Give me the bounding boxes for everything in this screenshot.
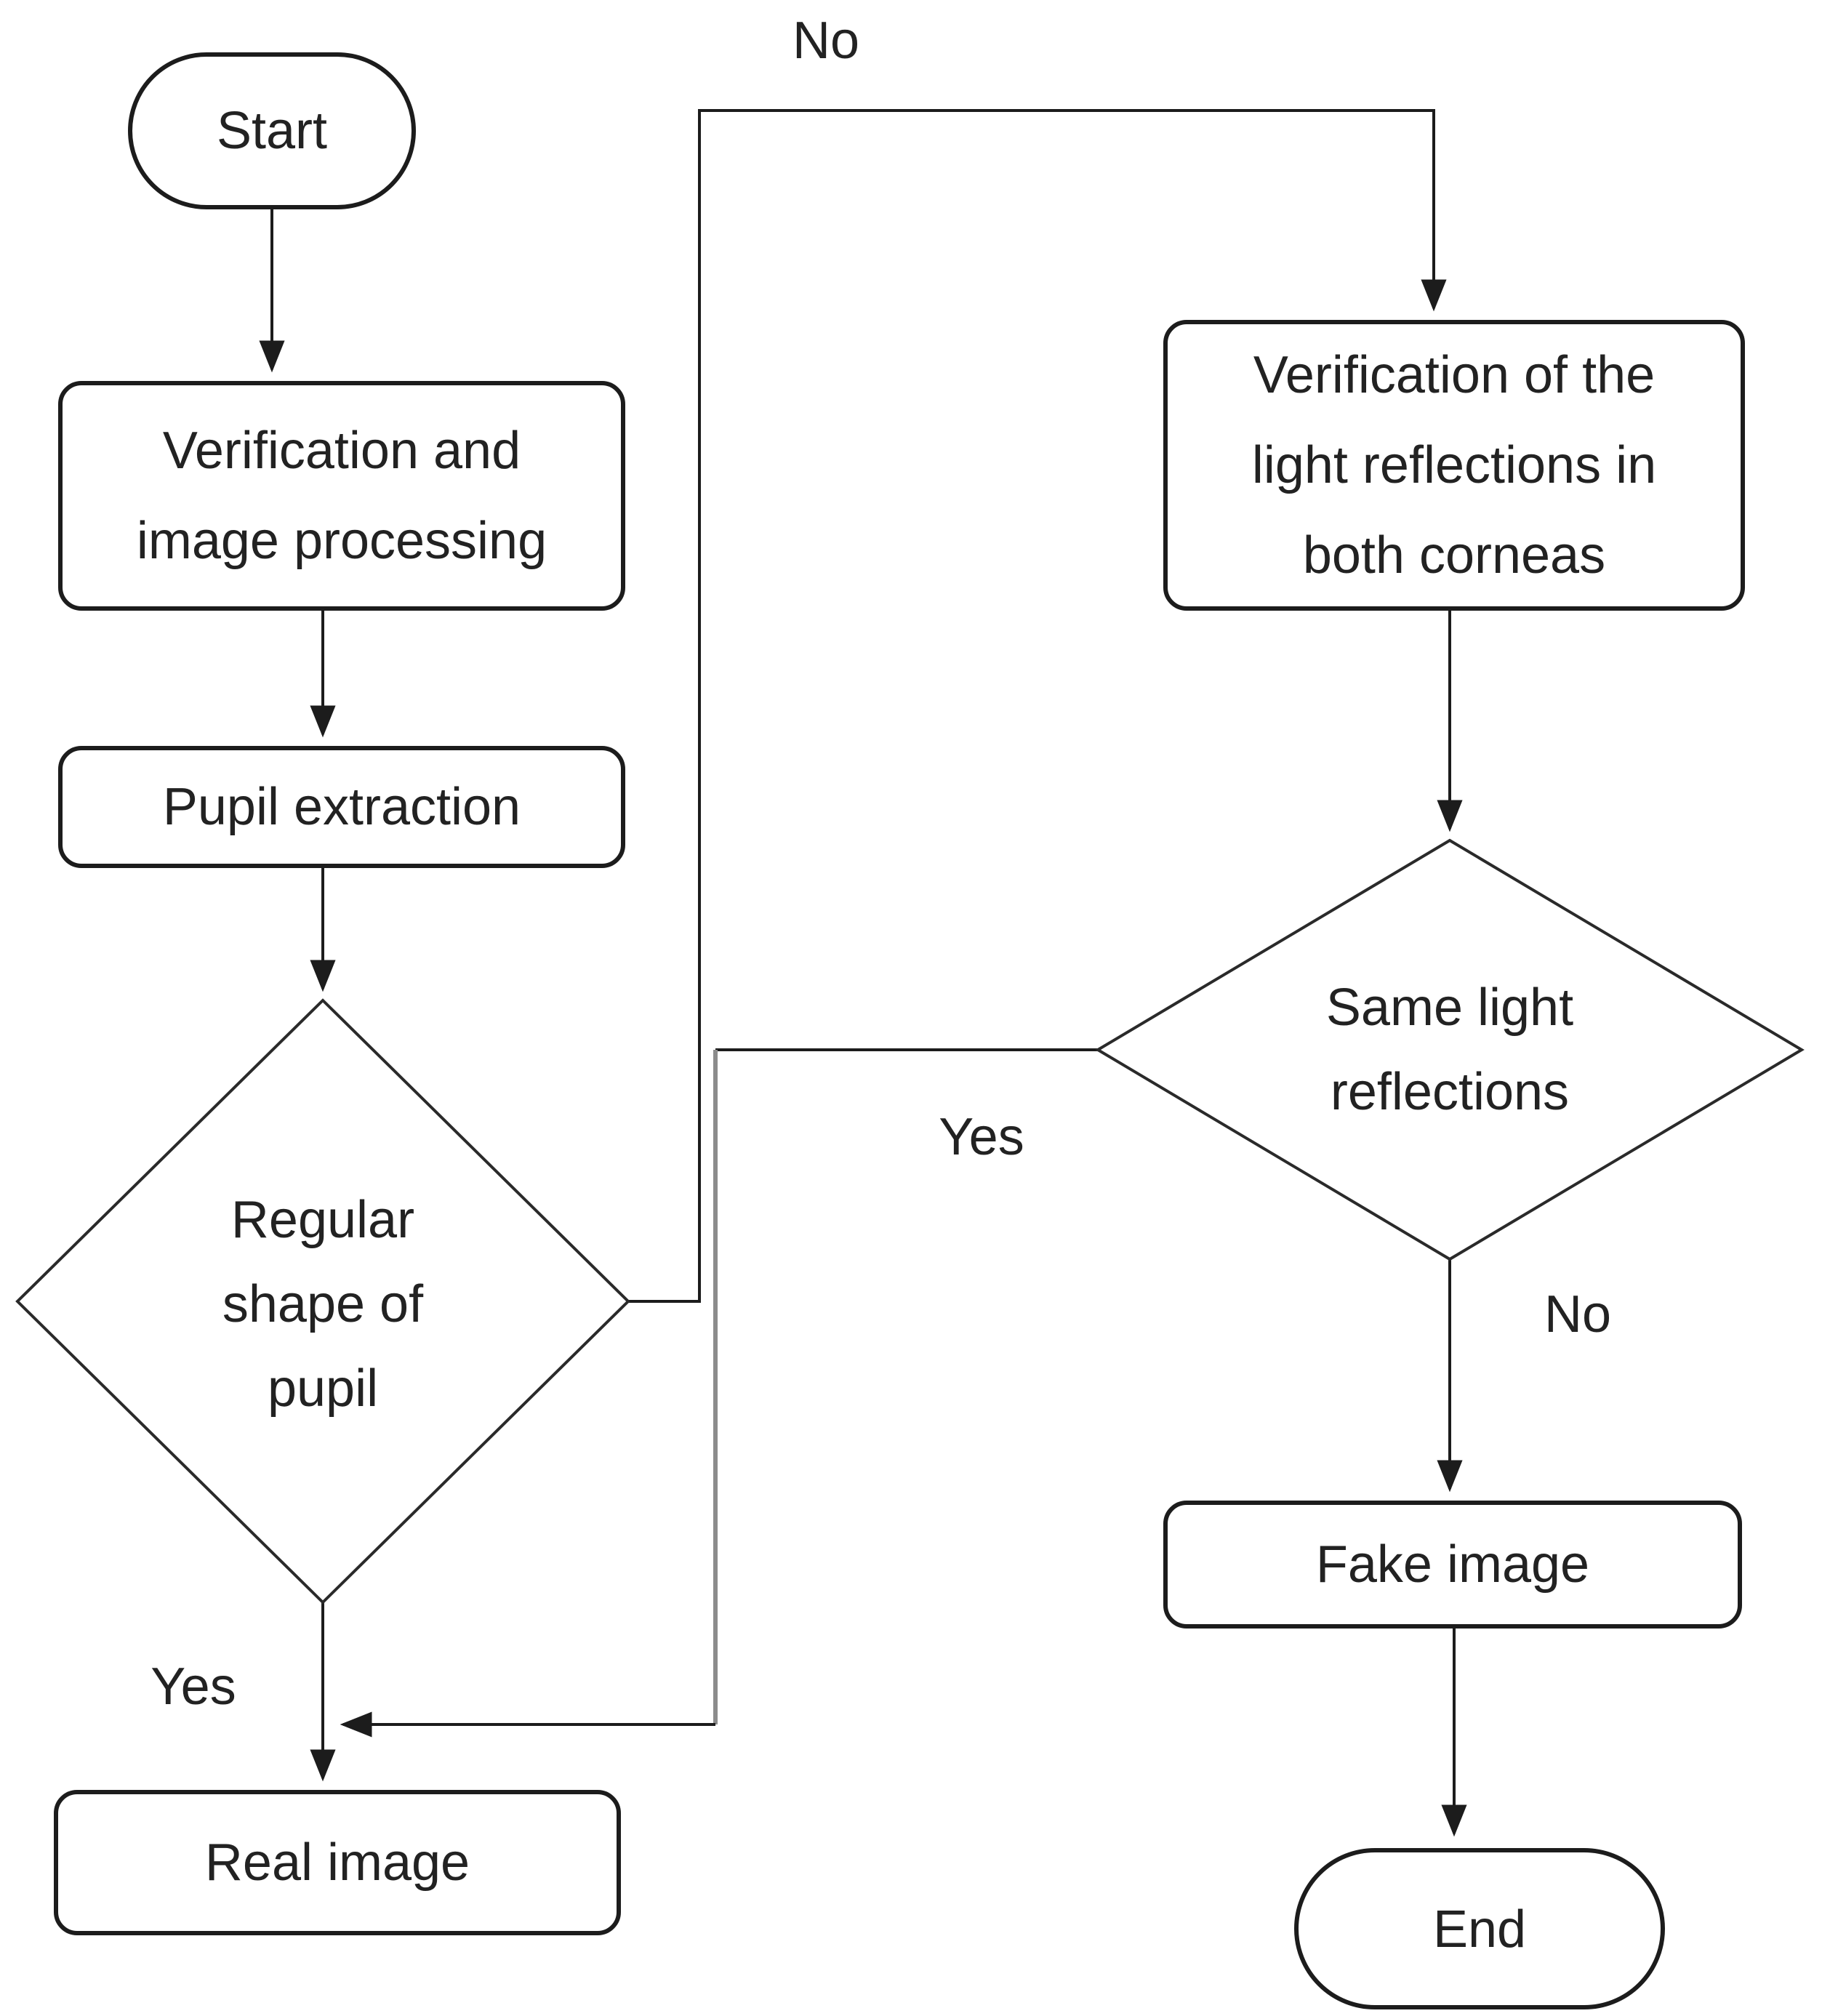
edge-label-yes-left: Yes bbox=[151, 1656, 236, 1716]
decision-same-reflections-label: Same light reflections bbox=[1325, 977, 1574, 1121]
node-verification-processing-label: Verification and image processing bbox=[136, 420, 547, 570]
node-real-image: Real image bbox=[54, 1790, 621, 1935]
edge-label-no-right: No bbox=[1544, 1284, 1612, 1344]
decision-regular-shape-label: Regular shape of pupil bbox=[222, 1189, 424, 1418]
node-fake-image-label: Fake image bbox=[1315, 1534, 1590, 1594]
node-real-image-label: Real image bbox=[204, 1832, 470, 1892]
node-verification-processing: Verification and image processing bbox=[58, 381, 625, 611]
node-end-label: End bbox=[1432, 1898, 1527, 1958]
node-start-label: Start bbox=[216, 100, 328, 160]
node-verification-reflections-label: Verification of the light reflections in… bbox=[1251, 345, 1657, 585]
decision-same-reflections-diamond bbox=[1095, 838, 1805, 1261]
node-pupil-extraction: Pupil extraction bbox=[58, 746, 625, 868]
node-verification-reflections: Verification of the light reflections in… bbox=[1163, 320, 1745, 611]
edge-label-no-top: No bbox=[792, 10, 860, 70]
edge-label-yes-middle: Yes bbox=[939, 1107, 1024, 1166]
node-start: Start bbox=[128, 52, 416, 209]
node-fake-image: Fake image bbox=[1163, 1501, 1742, 1629]
node-pupil-extraction-label: Pupil extraction bbox=[162, 776, 521, 836]
node-end: End bbox=[1294, 1848, 1665, 2009]
decision-regular-shape-diamond bbox=[15, 998, 630, 1605]
edge-regular-shape-no-to-verification-reflections bbox=[628, 109, 1447, 1303]
